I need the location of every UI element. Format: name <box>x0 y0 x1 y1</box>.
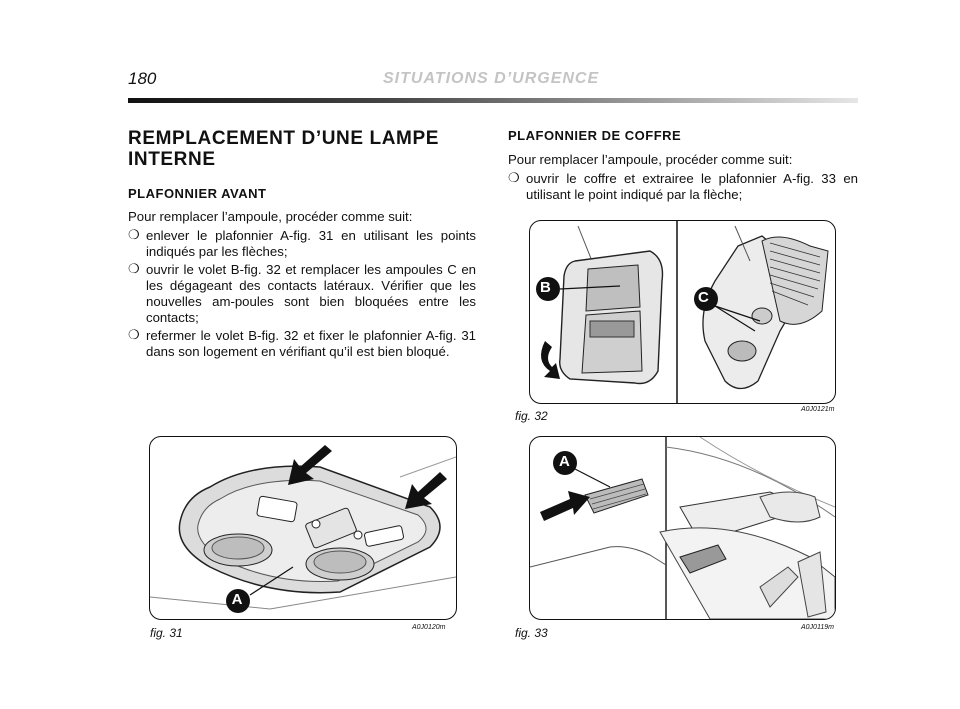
subsection-title-trunk: PLAFONNIER DE COFFRE <box>508 128 682 143</box>
list-item: ❍ouvrir le coffre et extrairee le plafon… <box>508 170 858 202</box>
trunk-light-removal-illustration <box>530 437 835 619</box>
figure-31-illustration <box>149 436 457 620</box>
figure-33-caption: fig. 33 <box>515 626 548 640</box>
figure-32-code: A0J0121m <box>801 406 835 413</box>
header-rule <box>128 98 858 103</box>
figure-31-code: A0J0120m <box>412 624 446 631</box>
callout-c-fig32: C <box>698 289 709 306</box>
bullet-icon: ❍ <box>128 261 140 276</box>
figure-32-illustration <box>529 220 836 404</box>
section-title: REMPLACEMENT D’UNE LAMPE INTERNE <box>128 128 440 170</box>
subsection-title-front: PLAFONNIER AVANT <box>128 186 267 201</box>
front-intro: Pour remplacer l’ampoule, procéder comme… <box>128 209 476 362</box>
trunk-intro-text: Pour remplacer l’ampoule, procéder comme… <box>508 152 793 167</box>
figure-33-code: A0J0119m <box>801 624 834 631</box>
list-item: ❍enlever le plafonnier A-fig. 31 en util… <box>128 227 476 259</box>
trunk-steps-list: ❍ouvrir le coffre et extrairee le plafon… <box>508 170 858 203</box>
ceiling-light-illustration <box>150 445 456 613</box>
bullet-icon: ❍ <box>508 170 520 185</box>
bullet-icon: ❍ <box>128 227 140 242</box>
front-steps-list: ❍enlever le plafonnier A-fig. 31 en util… <box>128 227 476 360</box>
page-number: 180 <box>128 69 157 88</box>
figure-32-caption: fig. 32 <box>515 409 548 423</box>
front-intro-text: Pour remplacer l’ampoule, procéder comme… <box>128 209 413 224</box>
bullet-icon: ❍ <box>128 327 140 342</box>
callout-b-fig32: B <box>540 279 551 296</box>
trunk-light-open-illustration <box>536 221 829 403</box>
figure-31-caption: fig. 31 <box>150 626 183 640</box>
list-item: ❍ouvrir le volet B-fig. 32 et remplacer … <box>128 261 476 325</box>
callout-a-fig31: A <box>231 591 243 608</box>
running-title: SITUATIONS D’URGENCE <box>383 70 600 87</box>
list-item: ❍refermer le volet B-fig. 32 et fixer le… <box>128 327 476 359</box>
callout-a-fig33: A <box>559 453 570 470</box>
trunk-intro: Pour remplacer l’ampoule, procéder comme… <box>508 152 858 205</box>
figure-33-illustration <box>529 436 836 620</box>
